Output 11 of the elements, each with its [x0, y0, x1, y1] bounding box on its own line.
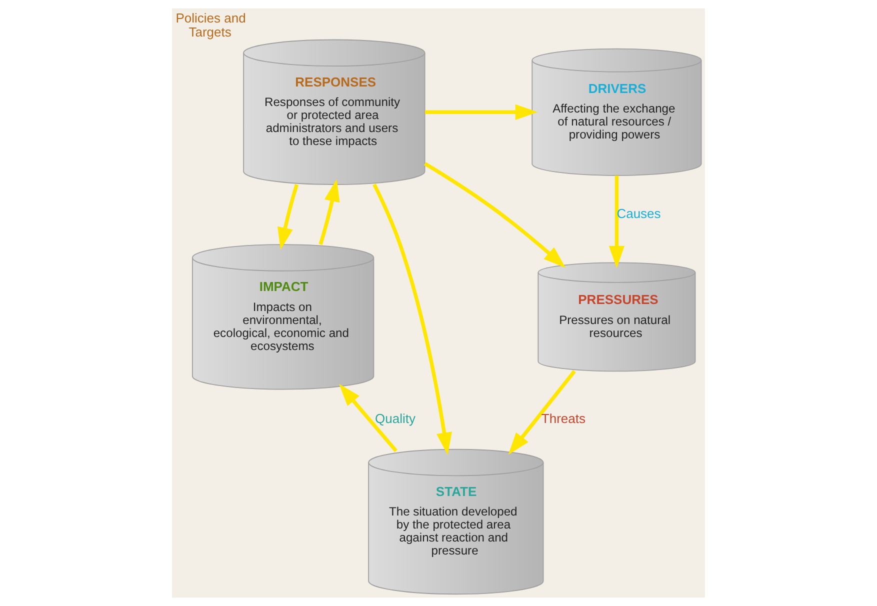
arrow [508, 370, 576, 455]
arrow [424, 104, 538, 120]
arrow [608, 176, 625, 268]
arrow [372, 184, 452, 455]
arrow [277, 184, 299, 250]
edge-label: Threats [541, 410, 586, 426]
edge-label: Quality [375, 410, 416, 426]
arrow [339, 384, 398, 452]
arrow [424, 162, 566, 268]
node-label: Policies and Targets [176, 10, 246, 40]
arrow [318, 179, 340, 245]
